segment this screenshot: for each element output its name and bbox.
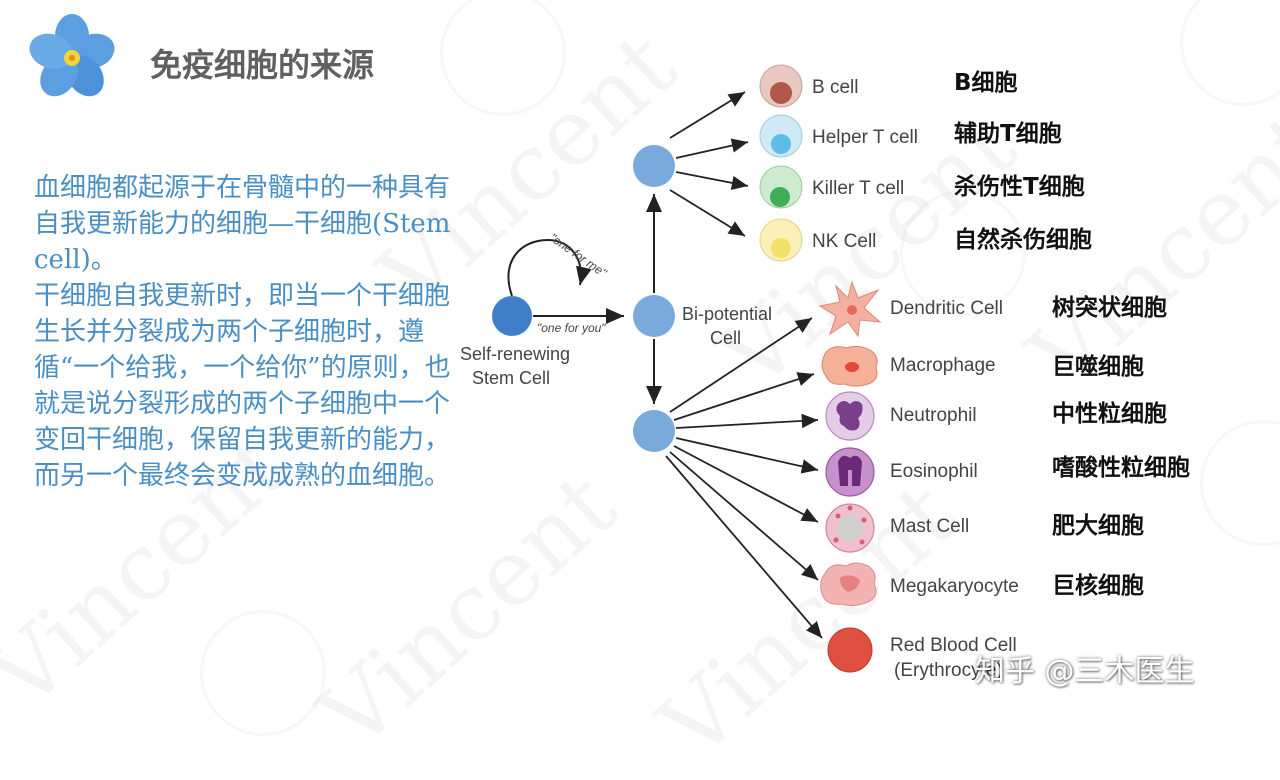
eosinophil-label: Eosinophil (890, 461, 978, 482)
bipotential-label-2: Cell (710, 328, 741, 348)
arrow-to-nk-cell (669, 189, 746, 237)
rbc-label-2: (Erythrocyte) (894, 660, 1003, 681)
neutrophil-label: Neutrophil (890, 405, 977, 426)
arrow-to-megakaryocyte (669, 451, 819, 581)
eosinophil-icon (825, 447, 875, 497)
stem-cell-label-1: Self-renewing (460, 344, 570, 364)
eosinophil-cn-label: 嗜酸性粒细胞 (1052, 454, 1190, 481)
helper-t-cell-icon (759, 114, 803, 158)
myeloid-progenitor-cell (633, 410, 675, 452)
megakaryocyte-icon (820, 562, 877, 607)
killer-t-cell-icon (759, 165, 803, 209)
one-for-me-label: "one for me" (547, 231, 610, 281)
one-for-you-label: "one for you" (537, 321, 606, 335)
mast-cell-icon (825, 503, 875, 553)
stem-cell (492, 296, 532, 336)
macrophage-cn-label: 巨噬细胞 (1052, 353, 1144, 380)
macrophage-icon (821, 345, 878, 387)
neutrophil-cn-label: 中性粒细胞 (1052, 400, 1167, 427)
arrow-to-dendritic-cell (669, 317, 813, 413)
dendritic-cell-cn-label: 树突状细胞 (1052, 294, 1167, 321)
bipotential-label-1: Bi-potential (682, 304, 772, 324)
arrow-to-b-cell (669, 91, 746, 139)
b-cell-icon (759, 64, 803, 108)
nk-cell-label: NK Cell (812, 231, 876, 252)
hematopoiesis-diagram: "one for me" "one for you" Self-renewing… (460, 64, 1190, 681)
killer-t-cell-cn-label: 杀伤性T细胞 (954, 173, 1085, 200)
killer-t-cell-label: Killer T cell (812, 178, 904, 199)
macrophage-label: Macrophage (890, 355, 996, 376)
arrow-to-eosinophil (675, 437, 819, 474)
flower-logo (29, 14, 115, 97)
source-credit: 知乎 @三木医生 (975, 654, 1195, 689)
rbc-label-1: Red Blood Cell (890, 635, 1017, 656)
arrow-to-mast-cell (673, 445, 819, 523)
dendritic-cell-label: Dendritic Cell (890, 298, 1003, 319)
arrow-to-helper-t-cell (675, 138, 749, 159)
self-renewal-arrow (507, 238, 592, 297)
megakaryocyte-cn-label: 巨核细胞 (1052, 572, 1144, 599)
nk-cell-icon (759, 218, 803, 262)
description-text: 血细胞都起源于在骨髓中的一种具有自我更新能力的细胞—干细胞(Stem cell)… (34, 170, 454, 494)
stem-cell-label-2: Stem Cell (472, 368, 550, 388)
lymphoid-progenitor-cell (633, 145, 675, 187)
dendritic-cell-icon (818, 280, 882, 338)
helper-t-cell-label: Helper T cell (812, 127, 918, 148)
b-cell-label: B cell (812, 77, 858, 98)
page-title: 免疫细胞的来源 (150, 46, 375, 84)
arrow-to-macrophage (673, 372, 815, 421)
arrow-to-red-blood-cell (665, 455, 823, 639)
megakaryocyte-label: Megakaryocyte (890, 576, 1019, 597)
paragraph-stem-cell-origin: 血细胞都起源于在骨髓中的一种具有自我更新能力的细胞—干细胞(Stem cell)… (34, 173, 451, 275)
neutrophil-icon (825, 391, 875, 441)
mast-cell-cn-label: 肥大细胞 (1052, 512, 1144, 539)
red-blood-cell-icon (827, 627, 873, 673)
nk-cell-cn-label: 自然杀伤细胞 (954, 226, 1092, 253)
arrow-to-neutrophil (675, 413, 819, 429)
helper-t-cell-cn-label: 辅助T细胞 (954, 120, 1062, 147)
arrow-to-killer-t-cell (675, 171, 749, 190)
paragraph-self-renewal: 干细胞自我更新时，即当一个干细胞生长并分裂成为两个子细胞时，遵循“一个给我，一个… (34, 281, 451, 491)
mast-cell-label: Mast Cell (890, 516, 969, 537)
b-cell-cn-label: B细胞 (954, 69, 1018, 96)
bipotential-cell (633, 295, 675, 337)
